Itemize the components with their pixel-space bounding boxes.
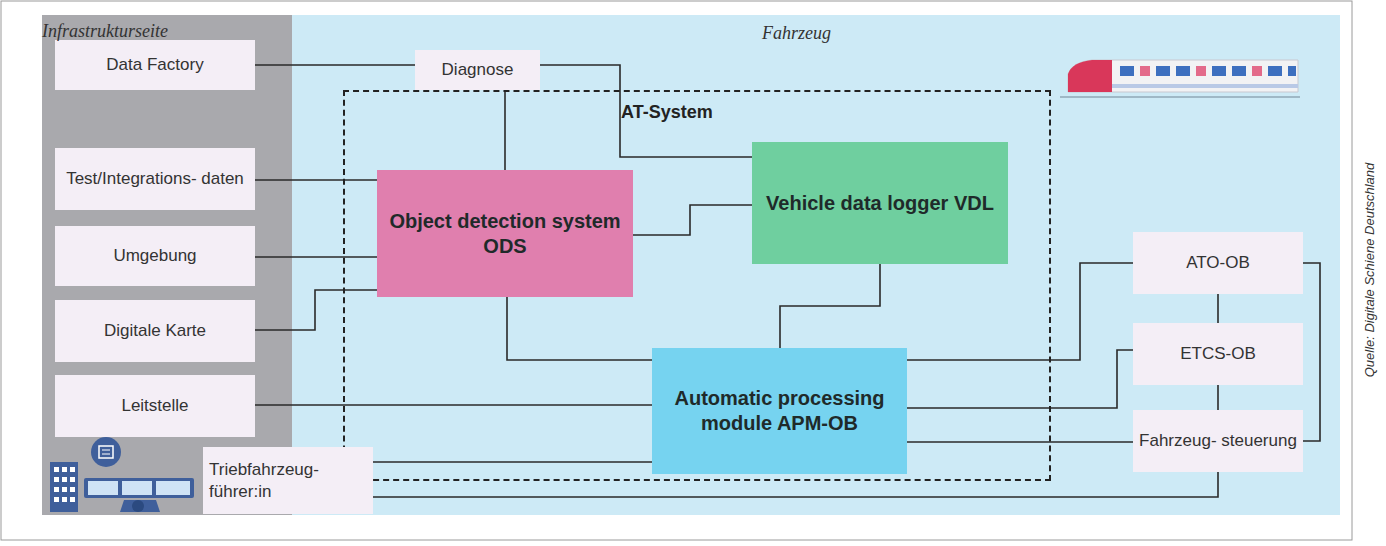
process-box: ATO-OB [1133,232,1303,294]
connector-line [1217,294,1219,323]
connector-line [255,290,377,330]
connector-line [907,350,1133,408]
connector-line [780,264,880,348]
process-box: ETCS-OB [1133,323,1303,385]
module-box: Object detection system ODS [377,170,633,297]
region-title: Fahrzeug [762,23,831,44]
module-box: Automatic processing module APM-OB [652,348,907,474]
box-label: Vehicle data logger VDL [766,191,994,216]
process-box: Test/Integrations- daten [55,148,255,210]
vehicle-band [292,15,1340,515]
box-label: ETCS-OB [1180,343,1256,364]
connector-line [1303,263,1320,441]
box-label: Object detection system ODS [387,209,623,259]
figure-frame [1,1,1352,540]
process-box: Triebfahrzeug- führer:in [203,447,373,514]
connector-line [504,90,506,170]
process-box: Diagnose [415,50,540,90]
connector-line [907,263,1133,360]
box-label: Test/Integrations- daten [66,168,244,189]
process-box: Leitstelle [55,375,255,437]
box-label: Umgebung [113,245,196,266]
box-label: ATO-OB [1186,252,1250,273]
box-label: Automatic processing module APM-OB [662,386,897,436]
box-label: Triebfahrzeug- führer:in [209,459,367,502]
connector-line [633,205,752,235]
train-illustration [1060,60,1300,97]
region-title: Infrastrukturseite [42,21,168,42]
box-label: Diagnose [442,59,514,80]
region-title: AT-System [621,102,713,123]
infrastructure-panel: Data FactoryTest/Integrations- datenUmge… [42,15,292,515]
source-note: Quelle: Digitale Schiene Deutschland [1362,120,1377,420]
connector-line [507,297,652,360]
box-label: Leitstelle [121,395,188,416]
connector-line [255,404,652,406]
process-box: Umgebung [55,226,255,286]
infrastructure-band [42,15,292,515]
process-box: Digitale Karte [55,300,255,362]
system-boundary: Object detection system ODS Vehicle data … [343,90,1051,481]
connector-line [373,472,1218,497]
connector-line [255,179,377,181]
process-box: Data Factory [55,40,255,90]
connector-line [373,461,652,463]
connector-line [255,256,377,258]
module-box: Vehicle data logger VDL [752,142,1008,264]
box-label: Data Factory [106,54,203,75]
box-label: Fahrzeug- steuerung [1139,430,1297,451]
connector-line [907,441,1133,443]
vehicle-panel: DiagnoseObject detection system ODS Vehic… [292,15,1340,515]
connector-line [1217,385,1219,410]
process-box: Fahrzeug- steuerung [1133,410,1303,472]
box-label: Digitale Karte [104,320,206,341]
control-room-icon [50,437,194,512]
